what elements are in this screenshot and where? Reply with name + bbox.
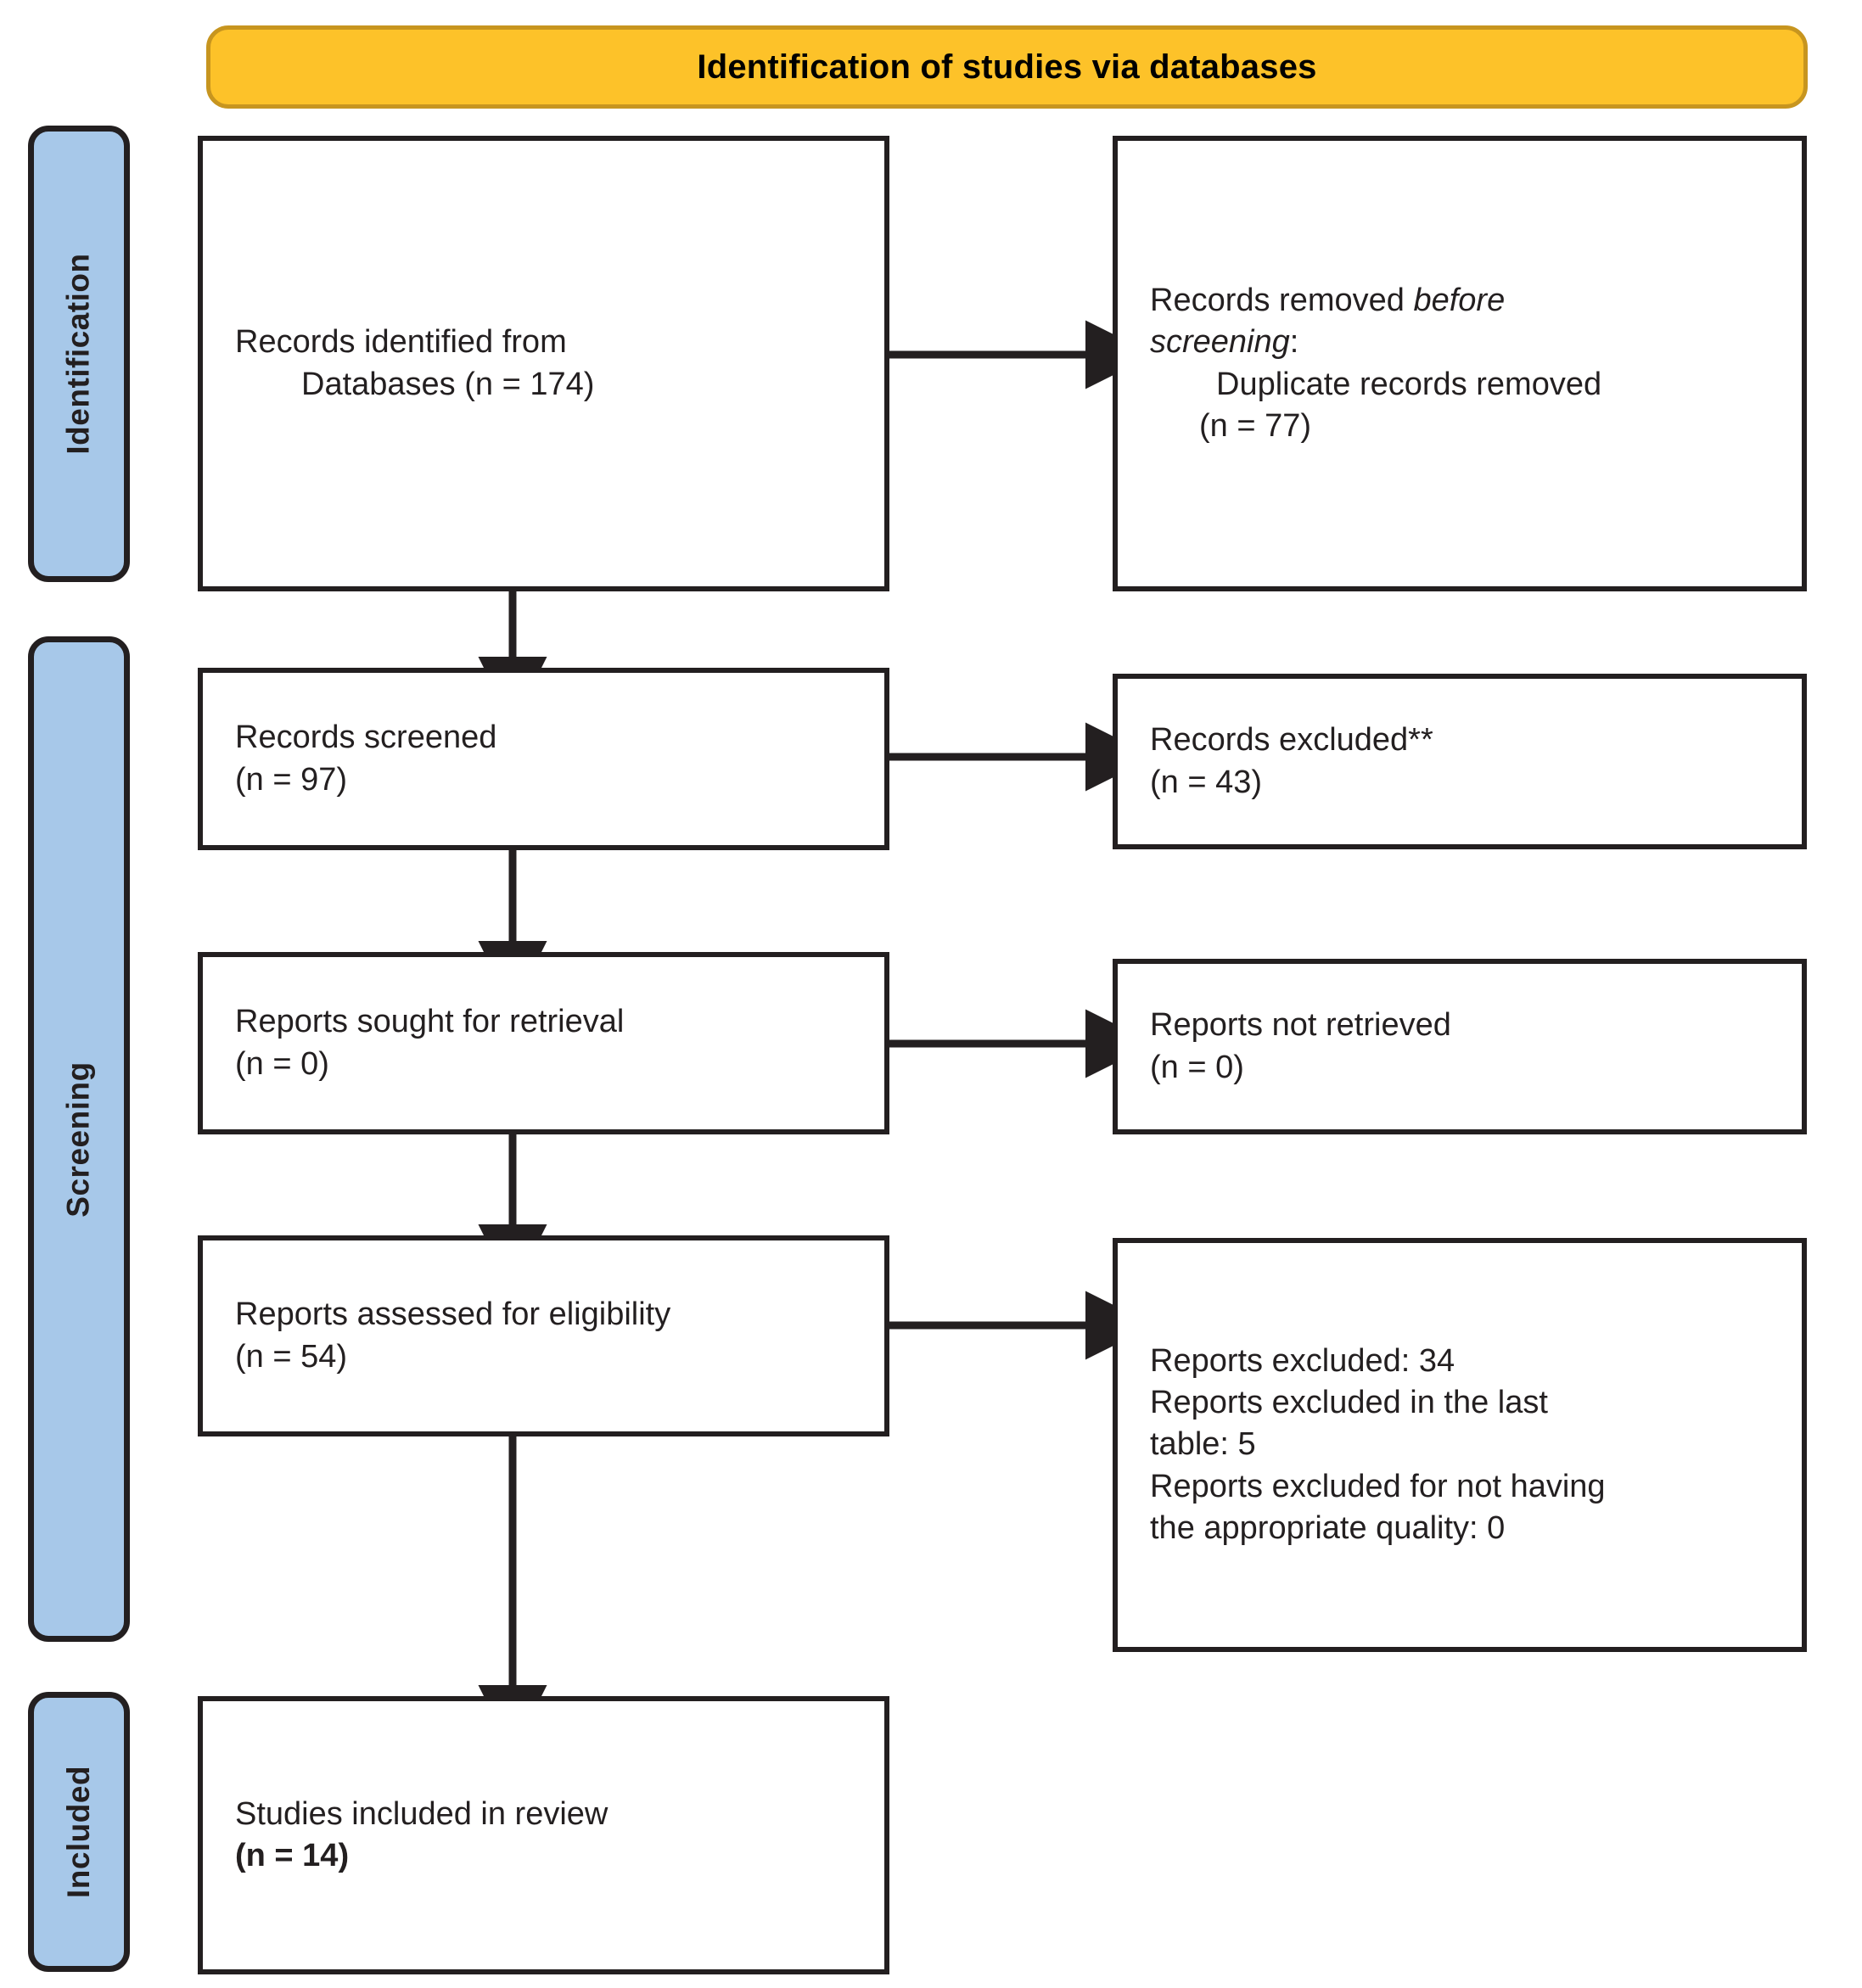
- box-records-excluded: Records excluded** (n = 43): [1113, 674, 1807, 849]
- stage-label-included: Included: [61, 1765, 96, 1899]
- studies-included-line-1: Studies included in review: [235, 1795, 609, 1832]
- reports-excluded-line-3: table: 5: [1150, 1426, 1256, 1463]
- records-removed-line-1-plain: Records removed: [1150, 282, 1414, 318]
- records-excluded-line-1: Records excluded**: [1150, 722, 1433, 759]
- records-removed-line-1-italic: before: [1413, 282, 1506, 318]
- records-screened-line-2: (n = 97): [235, 761, 348, 798]
- header-title: Identification of studies via databases: [697, 48, 1317, 86]
- reports-excluded-line-4: Reports excluded for not having: [1150, 1468, 1606, 1504]
- reports-excluded-line-1: Reports excluded: 34: [1150, 1342, 1455, 1379]
- stage-tab-identification: Identification: [28, 126, 130, 582]
- records-removed-line-1: Records removed before: [1150, 280, 1769, 322]
- reports-sought-line-2: (n = 0): [235, 1045, 329, 1082]
- box-studies-included: Studies included in review (n = 14): [198, 1696, 889, 1974]
- box-reports-excluded-details: Reports excluded: 34 Reports excluded in…: [1113, 1238, 1807, 1652]
- records-removed-line-2: screening:: [1150, 322, 1769, 363]
- box-reports-not-retrieved: Reports not retrieved (n = 0): [1113, 959, 1807, 1134]
- studies-included-line-2: (n = 14): [235, 1838, 350, 1873]
- stage-tab-included: Included: [28, 1692, 130, 1972]
- records-removed-line-3: Duplicate records removed: [1216, 366, 1602, 402]
- stage-label-screening: Screening: [61, 1061, 96, 1218]
- records-removed-line-2-plain: :: [1289, 324, 1299, 361]
- box-records-identified: Records identified from Databases (n = 1…: [198, 136, 889, 591]
- stage-tab-screening: Screening: [28, 636, 130, 1642]
- stage-label-identification: Identification: [61, 253, 97, 455]
- reports-excluded-line-2: Reports excluded in the last: [1150, 1384, 1548, 1420]
- records-excluded-line-2: (n = 43): [1150, 764, 1263, 800]
- reports-assessed-line-2: (n = 54): [235, 1338, 348, 1375]
- box-records-removed: Records removed before screening: Duplic…: [1113, 136, 1807, 591]
- records-identified-line-1: Records identified from: [235, 324, 567, 361]
- box-reports-assessed: Reports assessed for eligibility (n = 54…: [198, 1235, 889, 1436]
- records-identified-line-2: Databases (n = 174): [301, 366, 595, 402]
- records-removed-line-4: (n = 77): [1199, 407, 1312, 444]
- reports-not-retrieved-line-2: (n = 0): [1150, 1049, 1244, 1085]
- reports-not-retrieved-line-1: Reports not retrieved: [1150, 1007, 1451, 1044]
- box-records-screened: Records screened (n = 97): [198, 668, 889, 850]
- identification-header-banner: Identification of studies via databases: [206, 25, 1808, 109]
- reports-excluded-line-5: the appropriate quality: 0: [1150, 1510, 1506, 1547]
- reports-assessed-line-1: Reports assessed for eligibility: [235, 1296, 671, 1333]
- records-screened-line-1: Records screened: [235, 720, 497, 756]
- box-reports-sought: Reports sought for retrieval (n = 0): [198, 952, 889, 1134]
- reports-sought-line-1: Reports sought for retrieval: [235, 1004, 625, 1040]
- records-removed-line-2-italic: screening: [1150, 324, 1290, 361]
